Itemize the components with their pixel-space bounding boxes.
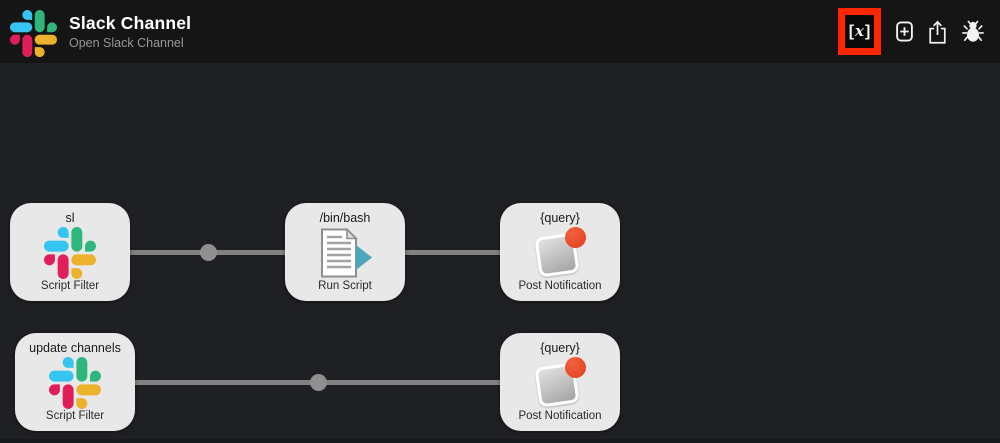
node-type-label: Script Filter bbox=[45, 410, 105, 422]
bug-icon bbox=[962, 20, 984, 42]
workflow-canvas[interactable]: sl Script Filter /bin/bash bbox=[0, 63, 1000, 443]
slack-icon bbox=[49, 355, 101, 410]
workflow-node-script-filter-update-channels[interactable]: update channels Script Filter bbox=[15, 333, 135, 431]
connection-midpoint-dot[interactable] bbox=[310, 374, 327, 391]
node-keyword: update channels bbox=[29, 341, 121, 355]
workflow-header: Slack Channel Open Slack Channel [x] bbox=[0, 0, 1000, 63]
notification-badge bbox=[565, 226, 586, 248]
node-query-arg: {query} bbox=[540, 211, 580, 225]
share-button[interactable] bbox=[928, 20, 947, 44]
node-type-label: Run Script bbox=[318, 280, 372, 292]
workflow-variables-button[interactable]: [x] bbox=[848, 22, 871, 40]
connection-midpoint-dot[interactable] bbox=[200, 244, 217, 261]
post-notification-icon bbox=[534, 225, 586, 280]
workflow-titles: Slack Channel Open Slack Channel bbox=[69, 13, 191, 50]
workflow-subtitle: Open Slack Channel bbox=[69, 36, 184, 51]
workflow-node-run-script[interactable]: /bin/bash Run Script bbox=[285, 203, 405, 301]
workflow-node-post-notification-2[interactable]: {query} Post Notification bbox=[500, 333, 620, 431]
run-script-icon bbox=[315, 225, 375, 280]
brackets-x-icon: [x] bbox=[848, 22, 871, 40]
window-bottom-edge bbox=[0, 439, 1000, 443]
node-script-path: /bin/bash bbox=[319, 211, 371, 225]
slack-icon bbox=[44, 225, 96, 280]
add-object-button[interactable] bbox=[896, 21, 913, 42]
node-type-label: Post Notification bbox=[518, 280, 602, 292]
node-type-label: Script Filter bbox=[40, 280, 100, 292]
workflow-node-post-notification-1[interactable]: {query} Post Notification bbox=[500, 203, 620, 301]
plus-square-icon bbox=[896, 21, 913, 42]
notification-badge bbox=[565, 356, 586, 378]
slack-logo bbox=[10, 9, 57, 57]
workflow-toolbar: [x] bbox=[838, 8, 990, 55]
connection-wire bbox=[400, 250, 505, 255]
debug-button[interactable] bbox=[962, 20, 984, 44]
workflow-node-script-filter-sl[interactable]: sl Script Filter bbox=[10, 203, 130, 301]
share-icon bbox=[929, 20, 946, 44]
node-query-arg: {query} bbox=[540, 341, 580, 355]
node-type-label: Post Notification bbox=[518, 410, 602, 422]
node-keyword: sl bbox=[65, 211, 75, 225]
workflow-title: Slack Channel bbox=[69, 12, 192, 33]
annotation-highlight-box: [x] bbox=[838, 8, 881, 55]
post-notification-icon bbox=[534, 355, 586, 410]
